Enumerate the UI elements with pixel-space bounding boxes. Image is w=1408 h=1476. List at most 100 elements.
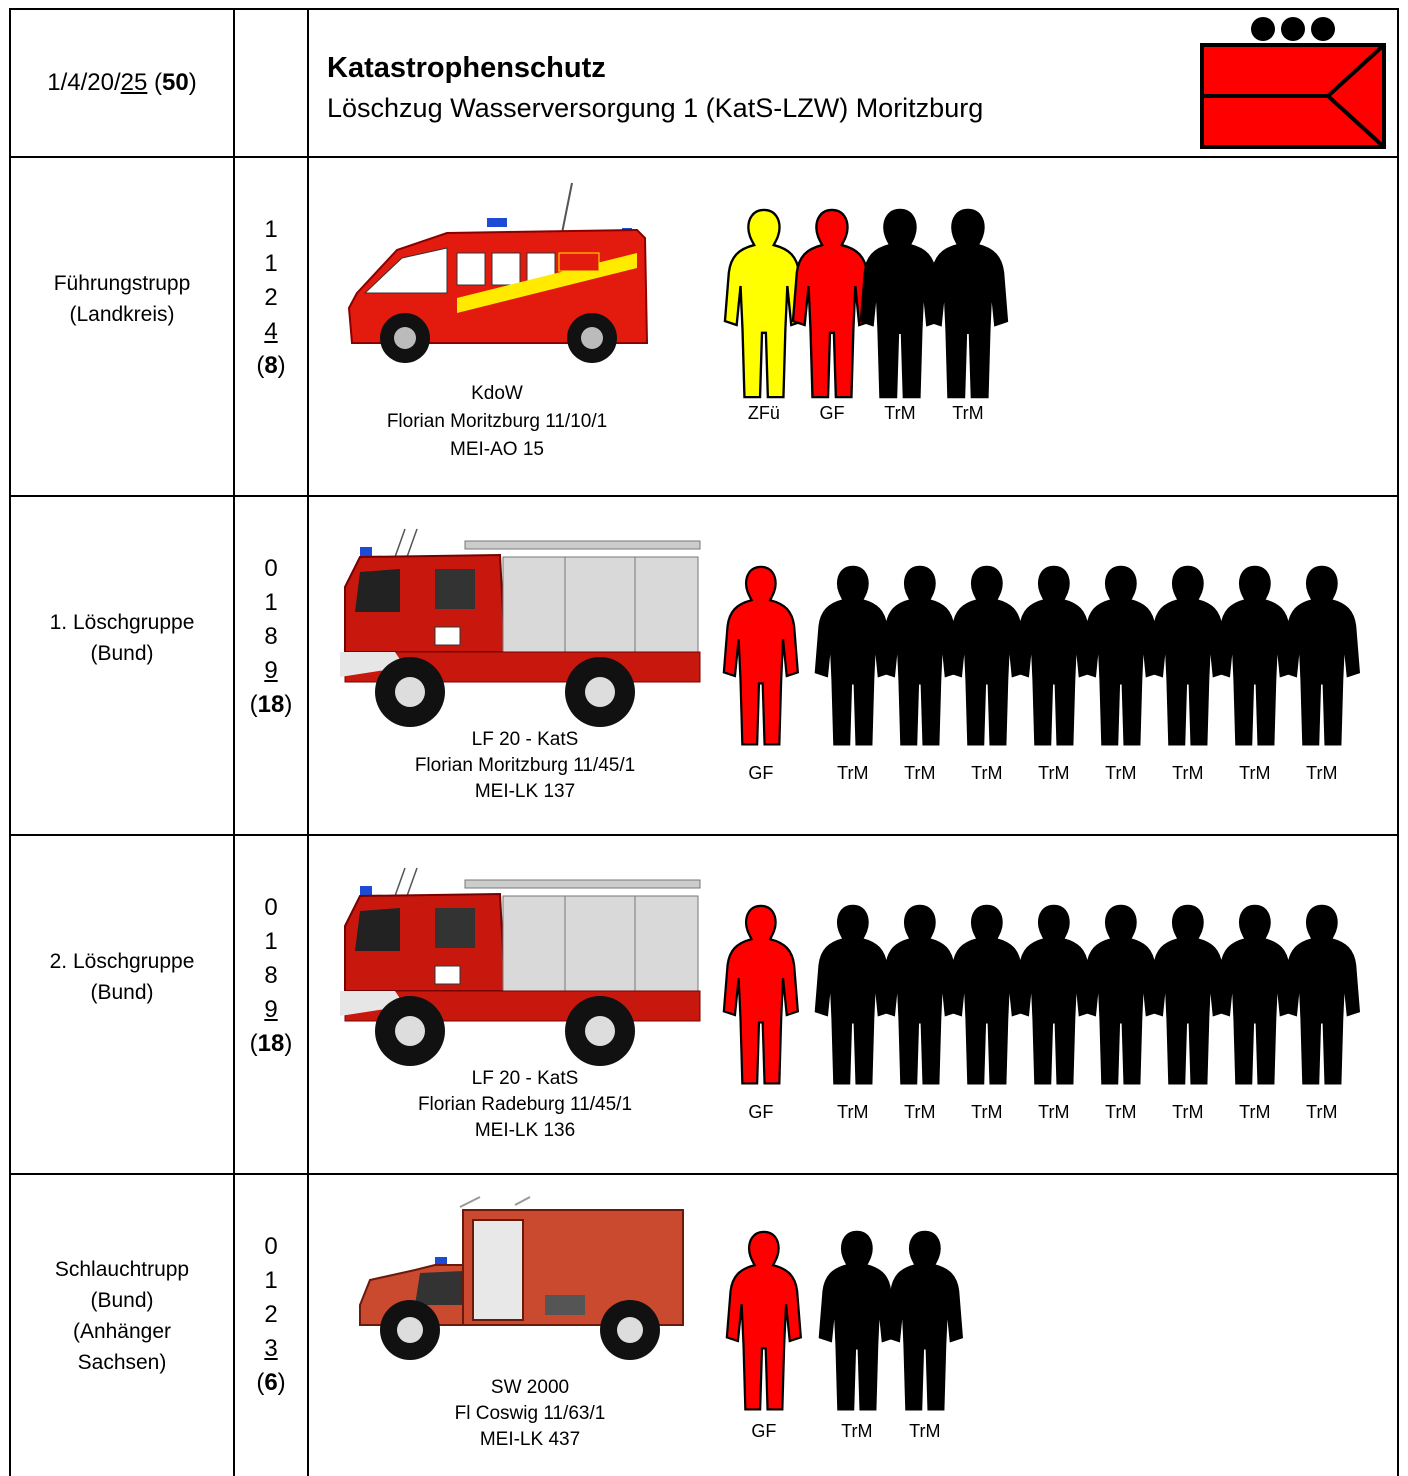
unit-name-line: (Landkreis) bbox=[69, 302, 175, 326]
person-icon bbox=[948, 904, 1026, 1085]
strength-value: 1 bbox=[264, 250, 278, 277]
strength-value: 8 bbox=[264, 962, 278, 989]
vehicle-caption-line: Florian Moritzburg 11/10/1 bbox=[386, 411, 608, 432]
person-icon bbox=[814, 904, 892, 1085]
strength-underlined: 25 bbox=[120, 69, 148, 96]
strength-underlined: 3 bbox=[264, 1335, 278, 1362]
crew-role-label: TrM bbox=[837, 763, 869, 783]
row-divider bbox=[9, 834, 1399, 836]
crew-role-label: TrM bbox=[1172, 763, 1204, 783]
row-divider bbox=[9, 495, 1399, 497]
vehicle-caption-line: LF 20 - KatS bbox=[471, 1068, 579, 1089]
crew-role-label: TrM bbox=[1239, 1102, 1271, 1122]
crew-role-label: TrM bbox=[1105, 1102, 1137, 1122]
vehicle-caption-line: Florian Moritzburg 11/45/1 bbox=[414, 755, 636, 776]
crew-role-label: TrM bbox=[1038, 1102, 1070, 1122]
strength-prefix: 1/4/20/ bbox=[47, 69, 121, 96]
hose-truck-icon bbox=[359, 1196, 684, 1360]
vehicle-caption-line: MEI-LK 437 bbox=[479, 1429, 581, 1450]
strength-value: 1 bbox=[264, 216, 278, 243]
unit-name: 2. Löschgruppe(Bund) bbox=[11, 946, 233, 1008]
strength-underlined: 9 bbox=[264, 996, 278, 1023]
strength-value: 2 bbox=[264, 284, 278, 311]
strength-total: 8 bbox=[264, 352, 278, 379]
person-icon bbox=[886, 1230, 964, 1411]
vehicle-caption-line: MEI-LK 137 bbox=[474, 781, 576, 802]
page-title: Katastrophenschutz bbox=[327, 52, 606, 84]
unit-name: Führungstrupp(Landkreis) bbox=[11, 268, 233, 330]
strength-value: 0 bbox=[264, 1233, 278, 1260]
unit-name: 1. Löschgruppe(Bund) bbox=[11, 607, 233, 669]
strength-value: 1 bbox=[264, 589, 278, 616]
strength-value: 0 bbox=[264, 894, 278, 921]
crew-role-label: GF bbox=[819, 403, 845, 423]
row-divider bbox=[9, 156, 1399, 158]
person-icon bbox=[1015, 904, 1093, 1085]
crew-role-label: TrM bbox=[971, 1102, 1003, 1122]
person-icon bbox=[725, 1230, 803, 1411]
person-icon bbox=[881, 904, 959, 1085]
unit-name-line: (Anhänger bbox=[72, 1319, 172, 1343]
column-divider bbox=[233, 8, 235, 1476]
vehicle-caption-line: MEI-LK 136 bbox=[474, 1120, 576, 1141]
strength-value: 0 bbox=[264, 555, 278, 582]
unit-name-line: Sachsen) bbox=[77, 1350, 167, 1374]
crew-role-label: GF bbox=[748, 763, 774, 783]
person-icon bbox=[814, 565, 892, 746]
strength-value: 1 bbox=[264, 1267, 278, 1294]
person-icon bbox=[1216, 565, 1294, 746]
person-icon bbox=[927, 208, 1009, 399]
crew-role-label: TrM bbox=[1172, 1102, 1204, 1122]
person-icon bbox=[722, 904, 800, 1085]
person-icon bbox=[948, 565, 1026, 746]
crew-role-label: TrM bbox=[837, 1102, 869, 1122]
unit-name-line: Schlauchtrupp bbox=[54, 1257, 190, 1281]
person-icon bbox=[859, 208, 941, 399]
person-icon bbox=[1283, 904, 1361, 1085]
unit-name-line: 1. Löschgruppe bbox=[49, 610, 195, 634]
crew-role-label: TrM bbox=[841, 1421, 873, 1441]
crew-role-label: TrM bbox=[952, 403, 984, 423]
vehicle-caption-line: LF 20 - KatS bbox=[471, 729, 579, 750]
person-icon bbox=[1015, 565, 1093, 746]
vehicle-caption-line: KdoW bbox=[471, 383, 523, 404]
crew-role-label: TrM bbox=[1239, 763, 1271, 783]
crew-role-label: ZFü bbox=[747, 403, 780, 423]
total-strength: 1/4/20/25 (50) bbox=[47, 69, 197, 96]
tactical-symbol-icon bbox=[1200, 17, 1386, 149]
fire-engine-icon bbox=[340, 867, 701, 1066]
vehicle-caption-line: MEI-AO 15 bbox=[450, 439, 544, 460]
vehicle-caption-line: Fl Coswig 11/63/1 bbox=[454, 1403, 606, 1424]
person-icon bbox=[881, 565, 959, 746]
row-divider bbox=[9, 1173, 1399, 1175]
column-divider bbox=[307, 8, 309, 1476]
person-icon bbox=[722, 565, 800, 746]
strength-total: 6 bbox=[264, 1369, 278, 1396]
crew-role-label: TrM bbox=[1038, 763, 1070, 783]
person-icon bbox=[723, 208, 805, 399]
unit-name-line: (Bund) bbox=[90, 980, 154, 1004]
crew-role-label: TrM bbox=[1105, 763, 1137, 783]
person-icon bbox=[1082, 904, 1160, 1085]
vehicle-caption-line: Florian Radeburg 11/45/1 bbox=[417, 1094, 633, 1115]
crew-role-label: TrM bbox=[904, 1102, 936, 1122]
strength-value: 2 bbox=[264, 1301, 278, 1328]
unit-name-line: (Bund) bbox=[90, 1288, 154, 1312]
person-icon bbox=[1082, 565, 1160, 746]
organization-table bbox=[9, 8, 1399, 1476]
page-subtitle: Löschzug Wasserversorgung 1 (KatS-LZW) M… bbox=[327, 93, 984, 123]
person-icon bbox=[818, 1230, 896, 1411]
strength-underlined: 4 bbox=[264, 318, 278, 345]
person-icon bbox=[1216, 904, 1294, 1085]
crew-role-label: TrM bbox=[1306, 1102, 1338, 1122]
crew-role-label: TrM bbox=[909, 1421, 941, 1441]
crew-role-label: GF bbox=[751, 1421, 777, 1441]
